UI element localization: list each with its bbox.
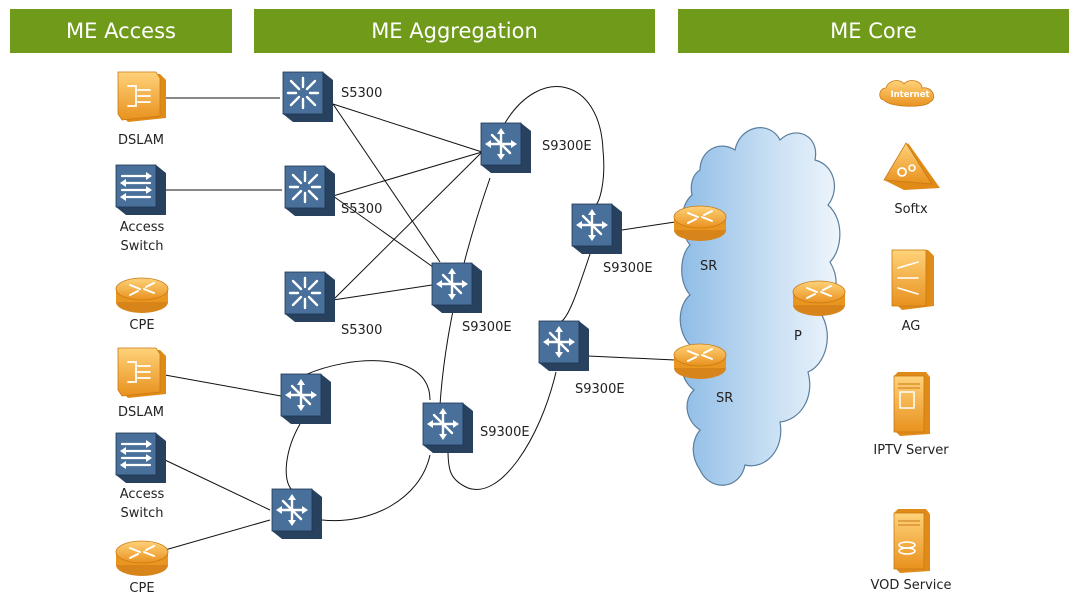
agg-switch-left-upper-icon[interactable] <box>279 372 333 426</box>
link-s9300e-right-upper-sr1 <box>621 221 676 231</box>
access-switch-2-icon[interactable] <box>114 431 168 485</box>
header-me-core-label: ME Core <box>830 19 917 43</box>
dslam-1-label: DSLAM <box>118 133 164 148</box>
access-switch-1-label-line2: Switch <box>121 239 164 254</box>
vod-service-label: VOD Service <box>870 578 951 593</box>
access-switch-1-label-line1: Access <box>120 220 165 235</box>
header-me-core: ME Core <box>678 9 1069 53</box>
s9300e-mid-label: S9300E <box>462 320 512 335</box>
sr-2-label: SR <box>716 391 733 406</box>
cpe-2-label: CPE <box>129 581 154 596</box>
s5300-2-label: S5300 <box>341 202 382 217</box>
s5300-1-label: S5300 <box>341 86 382 101</box>
s9300e-top-icon[interactable] <box>479 121 533 175</box>
internet-icon[interactable]: Internet <box>879 80 935 107</box>
s5300-1-icon[interactable] <box>281 70 335 124</box>
vod-service-icon[interactable] <box>893 508 931 574</box>
link-s9300e-right-upper-lower <box>559 253 591 323</box>
iptv-server-label: IPTV Server <box>873 443 949 458</box>
sr-1-icon[interactable] <box>673 205 727 242</box>
link-access-switch2-agg-left-lower <box>164 459 271 511</box>
s5300-2-icon[interactable] <box>283 164 337 218</box>
access-switch-1-icon[interactable] <box>114 163 168 217</box>
link-dslam2-agg-left-upper <box>164 374 282 397</box>
dslam-2-label: DSLAM <box>118 405 164 420</box>
s9300e-bottom-label: S9300E <box>480 425 530 440</box>
iptv-screen-glyph <box>899 391 915 409</box>
link-s5300-1-s9300e-mid <box>332 103 441 263</box>
access-switch-2-label-line1: Access <box>120 487 165 502</box>
cpe-1-icon[interactable] <box>115 277 169 314</box>
s9300e-right-lower-label: S9300E <box>575 382 625 397</box>
header-me-aggregation: ME Aggregation <box>254 9 655 53</box>
internet-badge-text: Internet <box>890 90 929 100</box>
p-router-icon[interactable] <box>792 280 846 317</box>
link-cpe2-agg-left-lower <box>164 519 271 551</box>
link-s9300e-right-lower-sr2 <box>587 355 676 361</box>
s9300e-mid-icon[interactable] <box>430 261 484 315</box>
link-s5300-2-s9300e-mid <box>332 195 441 273</box>
link-s5300-3-s9300e-top <box>332 151 483 301</box>
s5300-3-label: S5300 <box>341 323 382 338</box>
s9300e-bottom-icon[interactable] <box>421 401 475 455</box>
header-me-aggregation-label: ME Aggregation <box>371 19 538 43</box>
p-router-label: P <box>794 329 802 344</box>
header-me-access-label: ME Access <box>66 19 176 43</box>
s9300e-right-upper-label: S9300E <box>603 261 653 276</box>
sr-2-icon[interactable] <box>673 343 727 380</box>
s9300e-top-label: S9300E <box>542 139 592 154</box>
softx-label: Softx <box>894 202 928 217</box>
ag-label: AG <box>902 319 921 334</box>
s5300-3-icon[interactable] <box>283 270 337 324</box>
agg-switch-left-lower-icon[interactable] <box>270 487 324 541</box>
cpe-1-label: CPE <box>129 318 154 333</box>
vod-disc-glyph-2 <box>898 547 916 555</box>
access-switch-2-label-line2: Switch <box>121 506 164 521</box>
ring-top-outer <box>504 86 605 206</box>
cpe-2-icon[interactable] <box>115 540 169 577</box>
ring-bottom-right <box>447 371 557 490</box>
link-s5300-2-s9300e-top <box>332 151 483 197</box>
link-s5300-1-s9300e-top <box>332 103 483 153</box>
dslam-1-icon[interactable] <box>117 71 167 123</box>
s9300e-right-upper-icon[interactable] <box>570 202 624 256</box>
ag-icon[interactable] <box>891 249 934 310</box>
link-s5300-3-s9300e-mid <box>332 284 433 301</box>
ring-bottom-left <box>285 360 431 522</box>
header-me-access: ME Access <box>10 9 232 53</box>
dslam-2-icon[interactable] <box>117 347 167 399</box>
sr-1-label: SR <box>700 259 717 274</box>
network-links <box>164 86 676 551</box>
s9300e-right-lower-icon[interactable] <box>537 319 591 373</box>
softx-icon[interactable] <box>883 142 940 190</box>
